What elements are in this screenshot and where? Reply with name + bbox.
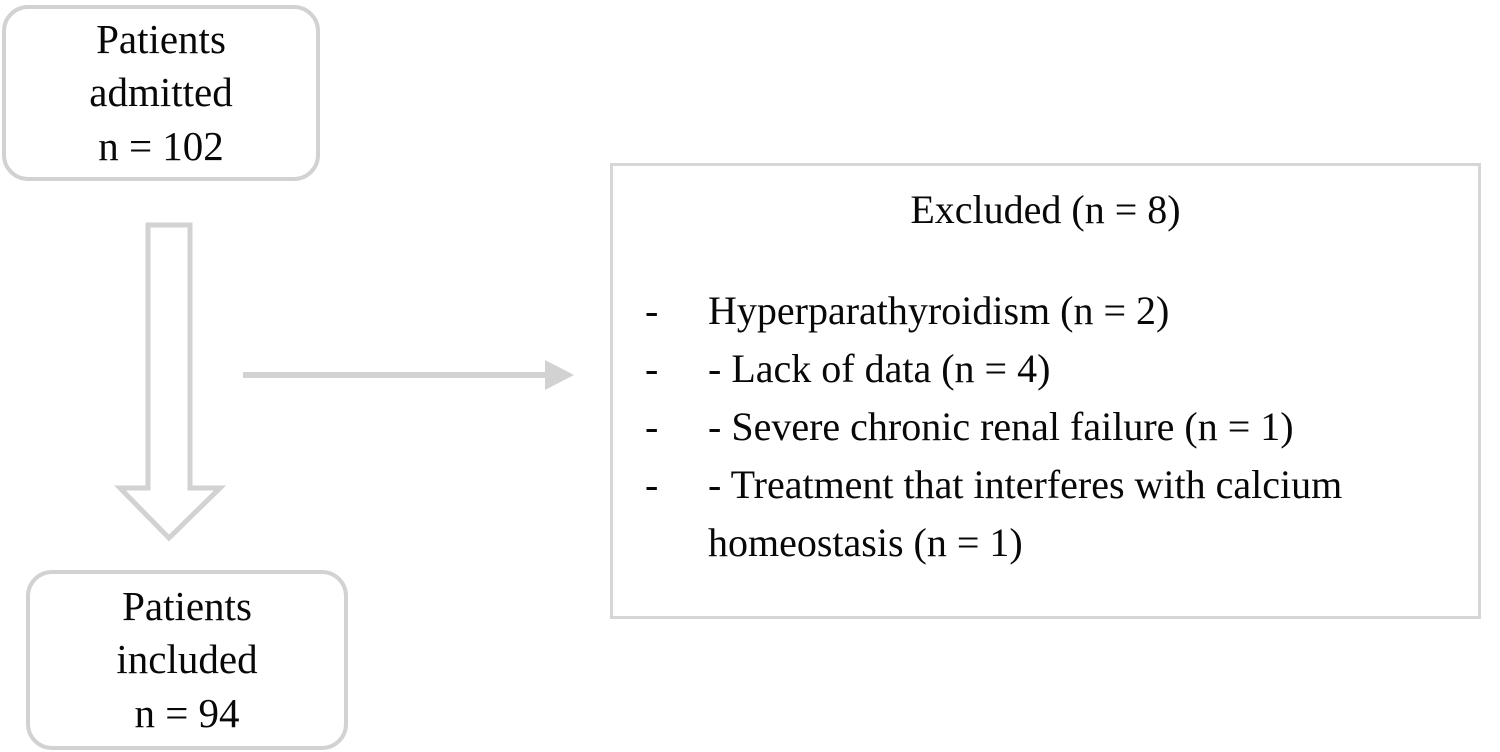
list-item-label: - Severe chronic renal failure (n = 1) [708, 404, 1294, 449]
box-patients-included-count: n = 94 [134, 689, 240, 736]
box-patients-admitted-line2: admitted [89, 69, 233, 116]
panel-excluded: Excluded (n = 8) - Hyperparathyroidism (… [610, 163, 1481, 619]
list-item: - - Treatment that interferes with calci… [637, 456, 1468, 572]
list-item-bullet: - [645, 288, 659, 333]
box-patients-admitted-count: n = 102 [98, 122, 224, 169]
list-item: - - Severe chronic renal failure (n = 1) [637, 398, 1468, 456]
list-item-bullet: - [645, 462, 659, 507]
list-item-label: Hyperparathyroidism (n = 2) [708, 288, 1170, 333]
box-patients-admitted-line1: Patients [96, 16, 226, 63]
list-item: - - Lack of data (n = 4) [637, 340, 1468, 398]
list-item-label: - Lack of data (n = 4) [708, 346, 1051, 391]
box-patients-included-line1: Patients [122, 583, 252, 630]
list-item: - Hyperparathyroidism (n = 2) [637, 282, 1468, 340]
excluded-reason-list: - Hyperparathyroidism (n = 2) - - Lack o… [637, 282, 1468, 572]
box-patients-included: Patients included n = 94 [26, 570, 348, 750]
box-patients-included-line2: included [116, 636, 258, 683]
arrow-right-icon [243, 360, 574, 390]
list-item-bullet: - [645, 404, 659, 449]
block-arrow-down-icon [114, 222, 227, 542]
box-patients-admitted: Patients admitted n = 102 [2, 5, 320, 181]
excluded-title: Excluded (n = 8) [910, 187, 1181, 232]
list-item-label: - Treatment that interferes with calcium… [708, 462, 1343, 565]
list-item-bullet: - [645, 346, 659, 391]
